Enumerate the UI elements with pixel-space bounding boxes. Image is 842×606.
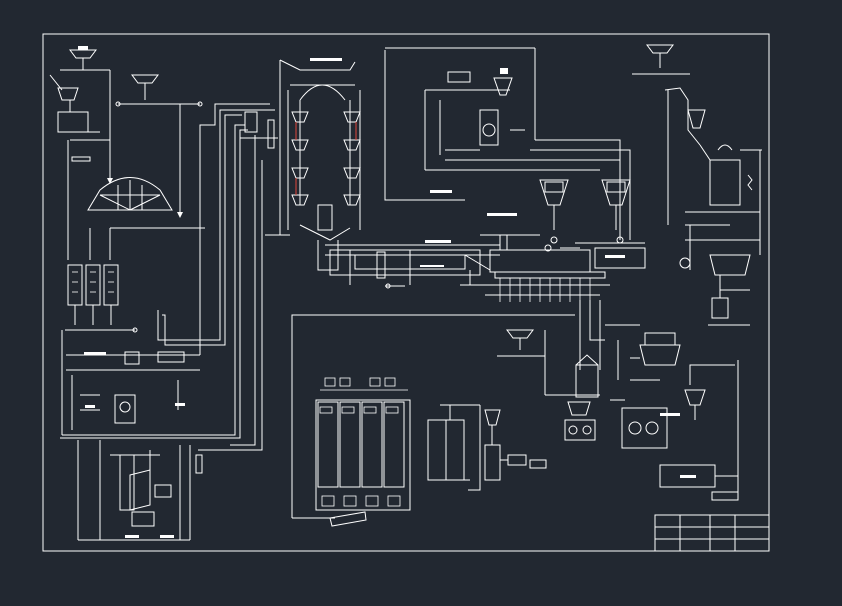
- coal-mill-section: [77, 440, 203, 541]
- title-block: [654, 514, 770, 552]
- feed-hopper-icon: [646, 44, 674, 54]
- feed-hopper-icon: [69, 49, 97, 59]
- cyclone-icon: [493, 77, 513, 96]
- storage-shed: [87, 177, 173, 211]
- clinker-silo: [709, 254, 751, 276]
- cyclone-icon: [343, 194, 361, 206]
- crusher-icon: [57, 87, 79, 101]
- cyclone-icon: [343, 111, 361, 123]
- feed-hopper-icon: [131, 74, 159, 84]
- bag-filter: [447, 71, 471, 83]
- cyclone-icon: [291, 139, 309, 151]
- coal-mill: [479, 109, 499, 146]
- cement-silo: [361, 401, 383, 488]
- grate-cooler: [489, 249, 591, 273]
- feed-hopper-icon: [506, 329, 534, 339]
- cyclone-icon: [687, 109, 706, 129]
- coal-bin: [601, 179, 631, 244]
- rotary-kiln-section: [325, 235, 646, 370]
- waste-heat-boiler: [709, 159, 741, 206]
- coal-preparation-section: [384, 47, 645, 244]
- batching-bins: [67, 264, 119, 306]
- separator-icon: [567, 401, 591, 416]
- raw-material-feed-section: [49, 46, 205, 436]
- preheater-tower: [240, 58, 361, 271]
- cyclone-icon: [484, 409, 501, 426]
- cyclone-icon: [291, 167, 309, 179]
- exhaust-section: [632, 44, 762, 326]
- cement-grinding-section: [291, 314, 739, 518]
- cement-silo-section: [292, 377, 547, 527]
- cement-mill: [575, 364, 599, 398]
- cyclone-icon: [291, 111, 309, 123]
- raw-mill: [114, 394, 136, 424]
- coal-bin: [539, 179, 569, 244]
- connecting-pipes: [60, 103, 275, 451]
- cyclone-icon: [684, 389, 706, 406]
- cyclone-icon: [291, 194, 309, 206]
- cement-silo: [339, 401, 361, 488]
- drawing-frame: [42, 33, 770, 552]
- separator-icon: [124, 351, 140, 365]
- bag-filter: [157, 351, 185, 363]
- cyclone-icon: [343, 167, 361, 179]
- calciner: [317, 204, 333, 231]
- cement-silo: [317, 401, 339, 488]
- cement-silo: [383, 401, 405, 488]
- cyclone-icon: [343, 139, 361, 151]
